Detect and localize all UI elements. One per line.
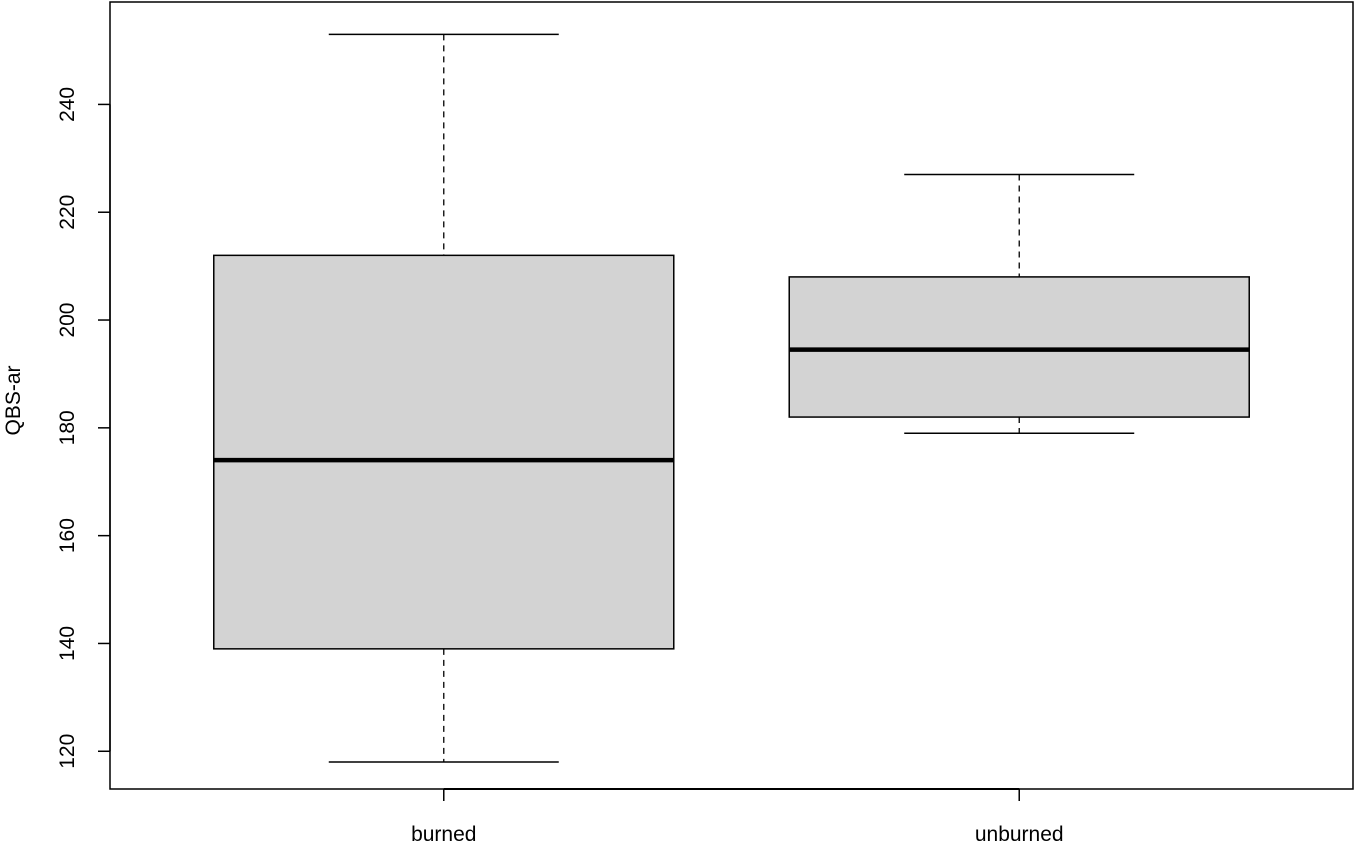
box-burned — [213, 254, 675, 650]
y-axis-label: QBS-ar — [2, 365, 25, 435]
box-unburned — [788, 276, 1250, 418]
y-tick-label-240: 240 — [56, 87, 79, 122]
y-tick-label-180: 180 — [56, 410, 79, 445]
y-tick-label-140: 140 — [56, 626, 79, 661]
x-tick-label-unburned: unburned — [975, 823, 1064, 846]
y-tick-label-200: 200 — [56, 303, 79, 338]
y-tick-label-120: 120 — [56, 734, 79, 769]
y-tick-label-160: 160 — [56, 518, 79, 553]
x-tick-label-burned: burned — [411, 823, 476, 846]
y-tick-label-220: 220 — [56, 195, 79, 230]
